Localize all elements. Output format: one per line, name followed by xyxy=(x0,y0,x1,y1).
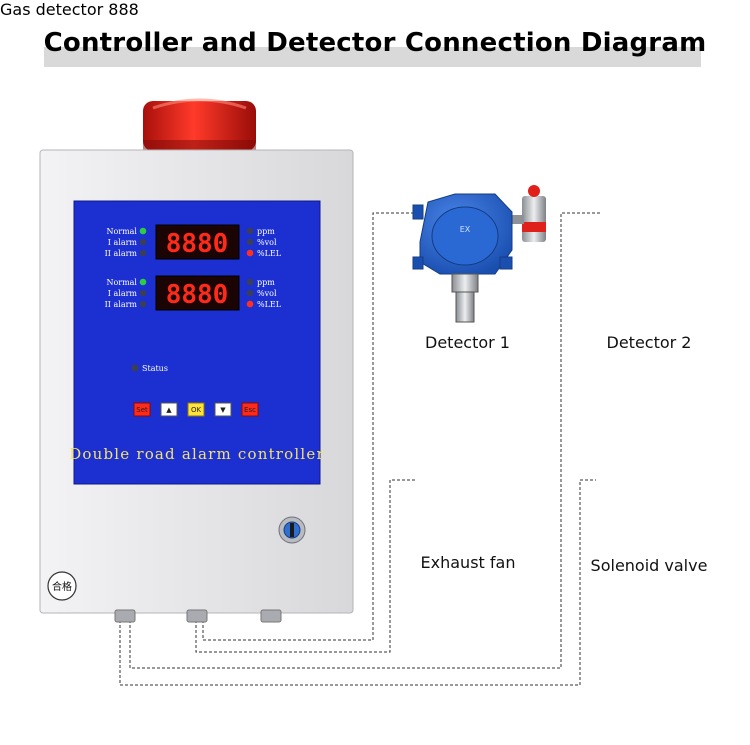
alarm-beacon xyxy=(143,98,256,151)
detector2-label: Detector 2 xyxy=(606,333,692,352)
ch2-unit-vol: %vol xyxy=(257,289,277,298)
alarm-controller: Normal I alarm II alarm 8880 ppm %vol %L… xyxy=(39,98,354,623)
svg-text:▼: ▼ xyxy=(220,406,226,414)
detector2-screen-label: Gas detector xyxy=(0,0,104,19)
ch1-indicator-normal: Normal xyxy=(106,227,137,236)
solenoid-valve-label: Solenoid valve xyxy=(590,556,708,575)
ch1-unit-vol: %vol xyxy=(257,238,277,247)
esc-button[interactable]: Esc xyxy=(241,402,259,417)
status-led xyxy=(131,364,139,372)
wire-detector1 xyxy=(202,212,415,641)
ch2-unit-ppm: ppm xyxy=(257,278,275,287)
wire-solenoid-valve xyxy=(119,479,596,686)
ch2-indicator-normal: Normal xyxy=(106,278,137,287)
channel-2: Normal I alarm II alarm 8880 ppm %vol %L… xyxy=(105,275,282,311)
svg-text:OK: OK xyxy=(191,406,202,414)
qc-seal: 合格 xyxy=(47,571,77,601)
wire-exhaust-fan xyxy=(195,479,415,653)
detector-1: EX xyxy=(412,185,546,323)
controller-name: Double road alarm controller xyxy=(69,445,325,463)
detector1-beacon xyxy=(522,185,546,242)
title-band xyxy=(44,47,701,67)
ch1-indicator-alarm2: II alarm xyxy=(105,249,138,258)
exhaust-fan-label: Exhaust fan xyxy=(420,553,516,572)
ch2-unit-lel: %LEL xyxy=(257,300,282,309)
svg-text:▲: ▲ xyxy=(166,406,172,414)
connection-wires xyxy=(119,212,600,686)
down-button[interactable]: ▼ xyxy=(214,402,232,417)
ch2-display: 8880 xyxy=(166,280,229,310)
ch1-display: 8880 xyxy=(166,229,229,259)
ch2-indicator-alarm2: II alarm xyxy=(105,300,138,309)
ch2-indicator-alarm1: I alarm xyxy=(108,289,138,298)
key-switch-icon[interactable] xyxy=(278,516,306,544)
svg-text:合格: 合格 xyxy=(52,580,72,593)
status-label: Status xyxy=(142,364,168,373)
detector1-label: Detector 1 xyxy=(425,333,510,352)
keypad: Set ▲ OK ▼ Esc xyxy=(133,402,259,417)
detector-2: Gas detector 888 xyxy=(0,0,139,19)
detector1-ex-badge: EX xyxy=(460,225,471,234)
channel-1: Normal I alarm II alarm 8880 ppm %vol %L… xyxy=(105,224,282,260)
up-button[interactable]: ▲ xyxy=(160,402,178,417)
cable-glands xyxy=(114,609,282,623)
diagram-title: Controller and Detector Connection Diagr… xyxy=(43,28,707,58)
svg-text:Set: Set xyxy=(136,406,148,414)
set-button[interactable]: Set xyxy=(133,402,151,417)
ok-button[interactable]: OK xyxy=(187,402,205,417)
ch1-unit-lel: %LEL xyxy=(257,249,282,258)
svg-text:Esc: Esc xyxy=(244,406,256,414)
ch1-indicator-alarm1: I alarm xyxy=(108,238,138,247)
ch1-unit-ppm: ppm xyxy=(257,227,275,236)
wire-detector2 xyxy=(129,212,600,669)
